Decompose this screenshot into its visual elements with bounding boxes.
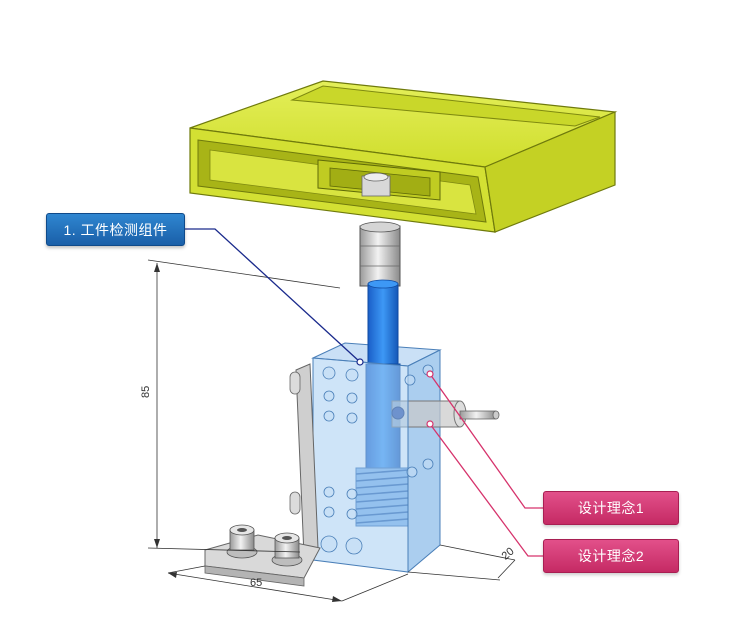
callout-design-concept-1[interactable]: 设计理念1 — [543, 491, 679, 525]
dimension-height-label: 85 — [140, 385, 152, 398]
callout-design-concept-1-label: 设计理念1 — [577, 500, 645, 516]
callout-workpiece-detection-label: 1. 工件检测组件 — [63, 221, 168, 238]
callout-design-concept-2[interactable]: 设计理念2 — [543, 539, 679, 573]
callout-workpiece-detection[interactable]: 1. 工件检测组件 — [46, 213, 185, 246]
l-bracket — [204, 363, 321, 587]
dimension-width-label: 65 — [250, 577, 263, 589]
sensor-barrel — [359, 221, 401, 287]
dimension-lines — [147, 259, 516, 602]
leader-lines — [185, 228, 543, 557]
housing-front — [312, 357, 434, 573]
callout-design-concept-2-label: 设计理念2 — [577, 548, 645, 564]
tray — [189, 80, 618, 233]
